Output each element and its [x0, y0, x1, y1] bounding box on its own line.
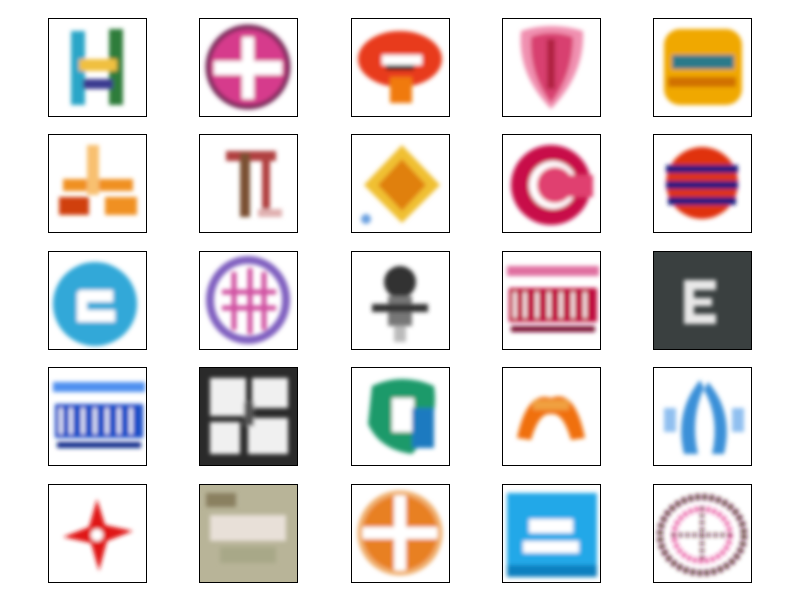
- sample-image-r5-c4: [502, 484, 601, 583]
- sample-image-r5-c1: [48, 484, 147, 583]
- sample-image-r3-c3: [351, 251, 450, 350]
- sample-image-r1-c2: [199, 18, 298, 117]
- sample-image-r4-c1: [48, 367, 147, 466]
- sample-image-r4-c5: [653, 367, 752, 466]
- sample-image-r3-c1: [48, 251, 147, 350]
- sample-image-r3-c5: [653, 251, 752, 350]
- sample-image-r3-c2: [199, 251, 298, 350]
- sample-image-r4-c2: [199, 367, 298, 466]
- sample-image-r2-c2: [199, 134, 298, 233]
- sample-image-r5-c5: [653, 484, 752, 583]
- sample-image-r1-c1: [48, 18, 147, 117]
- sample-image-r1-c4: [502, 18, 601, 117]
- sample-image-r2-c5: [653, 134, 752, 233]
- sample-image-r1-c5: [653, 18, 752, 117]
- sample-image-r4-c3: [351, 367, 450, 466]
- sample-image-r2-c3: [351, 134, 450, 233]
- sample-image-r5-c2: [199, 484, 298, 583]
- sample-image-r3-c4: [502, 251, 601, 350]
- sample-image-r2-c1: [48, 134, 147, 233]
- sample-image-r1-c3: [351, 18, 450, 117]
- sample-image-r4-c4: [502, 367, 601, 466]
- sample-image-r2-c4: [502, 134, 601, 233]
- sample-image-r5-c3: [351, 484, 450, 583]
